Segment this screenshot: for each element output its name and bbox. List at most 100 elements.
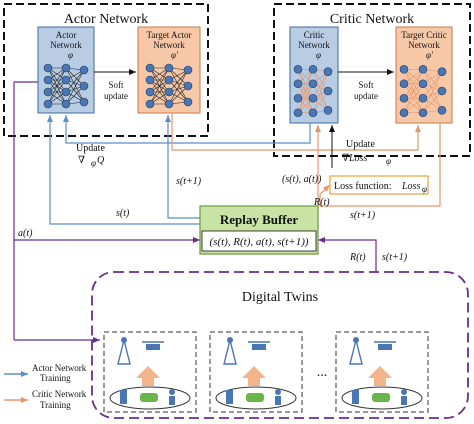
net-node bbox=[79, 65, 89, 75]
person-body-icon bbox=[169, 396, 175, 405]
net-node bbox=[43, 63, 53, 73]
actor-soft-label-1: Soft bbox=[108, 80, 124, 90]
net-edge bbox=[149, 67, 170, 93]
net-node bbox=[323, 106, 333, 115]
target-actor-to-critic-arrow bbox=[171, 113, 421, 151]
digital-twins-title: Digital Twins bbox=[242, 290, 318, 305]
twins-ellipsis: ... bbox=[317, 365, 328, 380]
critic-panel-title: Critic Network bbox=[330, 12, 414, 27]
net-node bbox=[43, 99, 53, 109]
actor-panel-border bbox=[3, 3, 209, 137]
s-t1-top-label: s(t+1) bbox=[176, 176, 202, 187]
net-edge bbox=[65, 79, 85, 103]
net-edge bbox=[422, 71, 443, 113]
net-node bbox=[418, 64, 428, 74]
upload-arrow-icon bbox=[136, 366, 160, 386]
twin-cell bbox=[103, 331, 197, 413]
digital-twins-border bbox=[91, 271, 469, 419]
car-icon bbox=[246, 393, 264, 402]
legend-critic-line1: Critic Network bbox=[32, 389, 87, 399]
net-node bbox=[145, 99, 155, 109]
person-body-icon bbox=[275, 396, 281, 405]
twins-to-buffer-arrow bbox=[318, 237, 377, 272]
twin-cell bbox=[209, 331, 303, 413]
net-node bbox=[164, 87, 174, 97]
replay-buffer: Replay Buffer (s(t), R(t), a(t), s(t+1)) bbox=[199, 205, 319, 255]
s-t1-lower-label: s(t+1) bbox=[382, 252, 408, 263]
net-node bbox=[61, 87, 71, 97]
net-edge bbox=[312, 69, 329, 92]
person-head-icon bbox=[275, 389, 281, 395]
antenna-signal-icon bbox=[353, 337, 359, 343]
grad-loss-sub: φ bbox=[386, 156, 391, 166]
net-node bbox=[164, 63, 174, 73]
net-node bbox=[79, 81, 89, 91]
actor-neural-net-icon bbox=[43, 63, 89, 109]
twin-cells bbox=[103, 331, 429, 413]
net-node bbox=[183, 97, 193, 107]
critic-network-param: φ bbox=[316, 50, 321, 60]
net-edge bbox=[297, 69, 314, 99]
net-edge bbox=[47, 79, 67, 105]
net-node bbox=[437, 86, 447, 96]
net-node bbox=[437, 67, 447, 76]
target-actor-param: φ' bbox=[171, 50, 179, 60]
antenna-tower-icon bbox=[349, 339, 363, 365]
antenna-tower-icon bbox=[223, 339, 237, 365]
update-left-label: Update bbox=[76, 143, 105, 154]
critic-panel-border bbox=[273, 3, 471, 157]
net-node bbox=[323, 67, 333, 76]
legend-actor-line1: Actor Network bbox=[32, 363, 87, 373]
replay-buffer-title: Replay Buffer bbox=[220, 212, 299, 227]
target-critic-label-1: Target Critic bbox=[401, 30, 446, 40]
r-t-label: R(t) bbox=[313, 197, 330, 208]
phone-icon bbox=[352, 390, 359, 404]
net-node bbox=[183, 65, 193, 75]
antenna-signal-icon bbox=[227, 337, 233, 343]
twin-cell-border bbox=[209, 331, 303, 413]
net-edge bbox=[168, 69, 189, 93]
car-icon bbox=[372, 393, 390, 402]
critic-soft-label-1: Soft bbox=[358, 80, 374, 90]
net-node bbox=[308, 64, 318, 74]
net-edge bbox=[168, 69, 189, 105]
net-node bbox=[308, 108, 318, 118]
critic-neural-net-icon bbox=[293, 64, 333, 118]
net-node bbox=[61, 75, 71, 85]
net-node bbox=[145, 87, 155, 97]
target-actor-neural-net-icon bbox=[145, 63, 193, 109]
actor-network-param: φ bbox=[68, 50, 73, 60]
twin-cell-border bbox=[335, 331, 429, 413]
net-edge bbox=[422, 69, 443, 111]
legend: Actor Network Training Critic Network Tr… bbox=[4, 363, 87, 410]
target-critic-param: φ' bbox=[426, 50, 434, 60]
net-node bbox=[293, 108, 303, 118]
target-actor-label-1: Target Actor bbox=[147, 30, 192, 40]
actor-network-label-2: Network bbox=[50, 40, 82, 50]
net-node bbox=[293, 93, 303, 103]
legend-actor-line2: Training bbox=[40, 373, 71, 383]
net-edge bbox=[422, 71, 443, 99]
s-t1-mid-label: s(t+1) bbox=[350, 210, 376, 221]
net-edge bbox=[422, 69, 443, 92]
critic-network-label-2: Network bbox=[298, 40, 330, 50]
net-node bbox=[399, 64, 409, 74]
actor-network-label-1: Actor bbox=[56, 30, 77, 40]
grad-q-rest: Q bbox=[97, 155, 105, 166]
critic-panel: Critic Network Critic Network φ Target C… bbox=[273, 3, 471, 157]
actor-update-arrow bbox=[63, 115, 311, 144]
upload-arrow-icon bbox=[368, 366, 392, 386]
net-node bbox=[79, 97, 89, 107]
net-node bbox=[437, 106, 447, 115]
net-node bbox=[308, 79, 318, 89]
net-edge bbox=[422, 83, 443, 111]
net-node bbox=[323, 86, 333, 96]
replay-buffer-tuple-box bbox=[201, 230, 317, 252]
net-node bbox=[308, 93, 318, 103]
net-node bbox=[43, 87, 53, 97]
net-node bbox=[399, 108, 409, 118]
net-node bbox=[145, 75, 155, 85]
grad-q-sub: φ bbox=[91, 158, 96, 168]
net-edge bbox=[403, 69, 424, 113]
net-edge bbox=[168, 67, 189, 103]
